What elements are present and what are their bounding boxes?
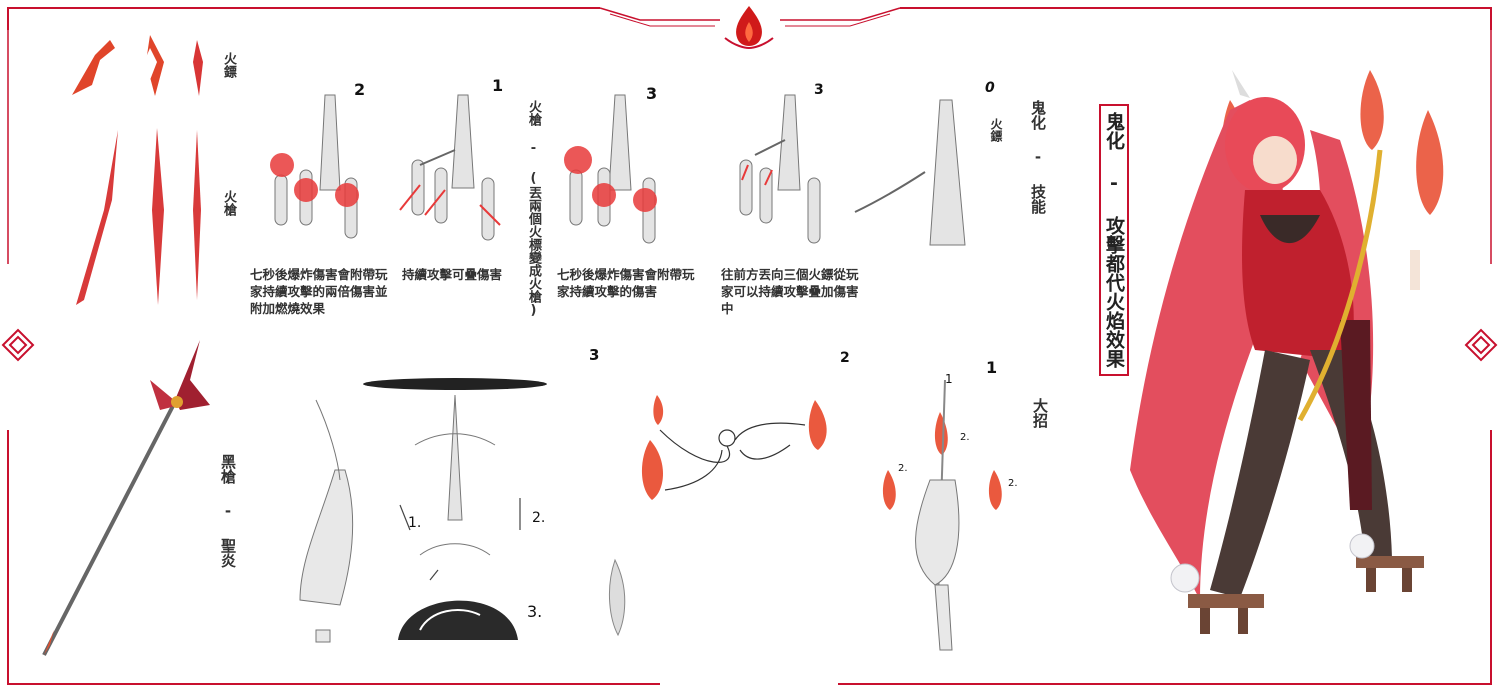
step-bot-a: 3 bbox=[589, 346, 600, 364]
label-ultimate: 大招 bbox=[1031, 398, 1049, 428]
arrow-label-2: 2. bbox=[532, 510, 546, 526]
black-spear-icon bbox=[42, 340, 210, 656]
page-title-box: 鬼化 - 攻擊都代火焰效果 bbox=[1099, 104, 1129, 376]
step-bot-c: 1 bbox=[986, 358, 998, 377]
fire-dart-icon bbox=[72, 35, 203, 96]
label-oni-skill: 鬼化 - 技能 bbox=[1029, 100, 1047, 214]
label-black-spear: 黑槍 - 聖炎 bbox=[219, 454, 237, 568]
label-fire-spear: 火槍 bbox=[221, 190, 236, 216]
step-top-a: 2 bbox=[354, 80, 366, 99]
step-top-d: 3 bbox=[814, 82, 824, 98]
flame-emblem-icon bbox=[724, 6, 774, 50]
up-label-b: 2. bbox=[898, 463, 908, 474]
step-top-c: 3 bbox=[646, 84, 658, 103]
arrow-label-3: 3. bbox=[527, 602, 543, 621]
step-bot-b: 2 bbox=[840, 350, 850, 366]
up-label-a: 2. bbox=[960, 432, 970, 443]
label-fire-spear-note: 火槍 - (丟兩個火標變成火槍) bbox=[526, 100, 541, 318]
caption-stack-damage: 持續攻擊可疊傷害 bbox=[402, 267, 503, 282]
right-diamond-ornament bbox=[1464, 328, 1498, 362]
up-label-c: 2. bbox=[1008, 478, 1018, 489]
caption-throw-darts: 往前方丟向三個火鏢從玩家可以持續攻擊疊加傷害中 bbox=[721, 267, 859, 316]
left-diamond-ornament bbox=[1, 328, 35, 362]
fire-spear-icon bbox=[76, 128, 201, 305]
step-small-1: 1 bbox=[945, 372, 953, 386]
page-title: 鬼化 - 攻擊都代火焰效果 bbox=[1103, 112, 1125, 368]
arrow-label-1: 1. bbox=[408, 515, 422, 531]
caption-explosion-double: 七秒後爆炸傷害會附帶玩家持續攻擊的兩倍傷害並附加燃燒效果 bbox=[250, 267, 388, 316]
label-fire-dart-small: 火鏢 bbox=[989, 118, 1003, 142]
label-fire-dart: 火鏢 bbox=[221, 52, 236, 78]
step-top-b: 1 bbox=[492, 76, 504, 95]
step-top-e: 0 bbox=[985, 80, 995, 96]
caption-explosion: 七秒後爆炸傷害會附帶玩家持續攻擊的傷害 bbox=[557, 267, 695, 299]
